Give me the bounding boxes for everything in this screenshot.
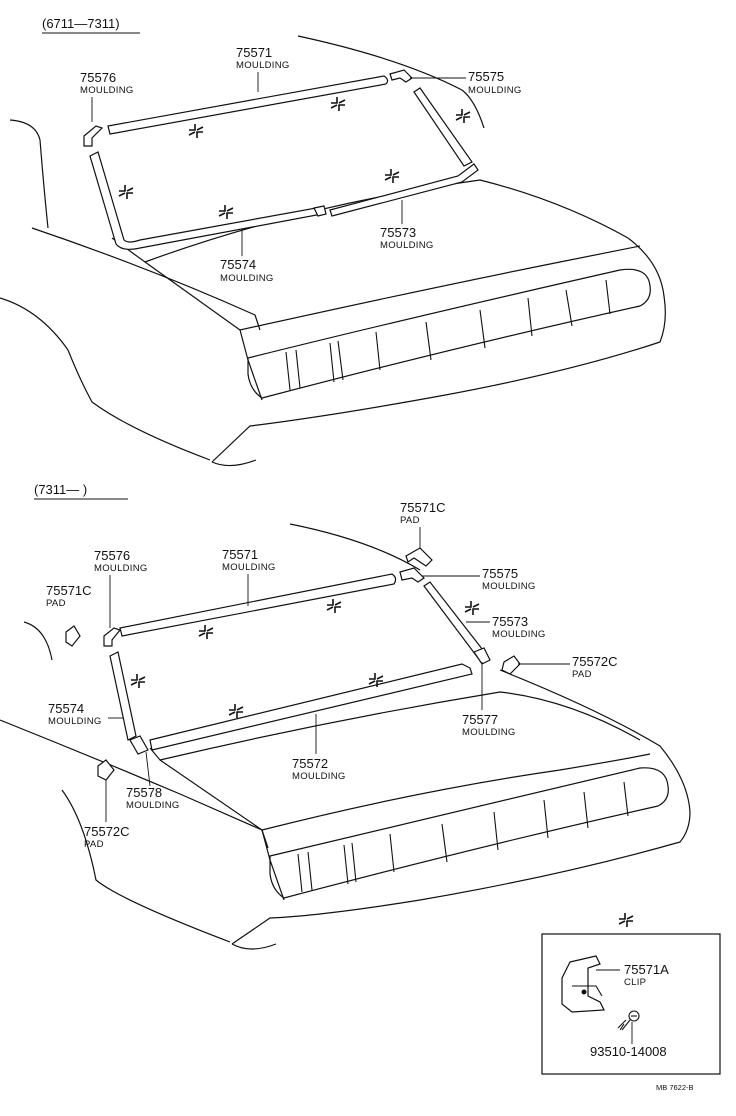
moulding-75575-side — [413, 87, 473, 167]
part-number: 75571A — [624, 962, 669, 977]
part-name: PAD — [572, 669, 592, 680]
section-top: (6711—7311) — [0, 16, 666, 467]
part-number: 75571C — [400, 500, 446, 515]
callout-75571-top: 75571 MOULDING — [236, 45, 290, 92]
moulding-75571 — [107, 75, 389, 135]
part-number: 75578 — [126, 785, 162, 800]
callout-75576-top: 75576 MOULDING — [80, 70, 134, 122]
moulding-75573 — [329, 163, 479, 217]
moulding-75574 — [109, 651, 137, 741]
part-number: 75577 — [462, 712, 498, 727]
callout-75572c-left: 75572C PAD — [84, 780, 130, 850]
part-name: MOULDING — [94, 563, 148, 574]
callout-75572c-right: 75572C PAD — [518, 654, 618, 680]
part-number: 75576 — [80, 70, 116, 85]
pad-75572c-left — [97, 759, 115, 781]
callout-75573-top: 75573 MOULDING — [380, 200, 434, 251]
section-period-label: (7311— ) — [34, 482, 87, 497]
part-number: 75572 — [292, 756, 328, 771]
part-name: MOULDING — [222, 562, 276, 573]
section-bottom: (7311— ) — [0, 482, 691, 950]
moulding-75577 — [473, 647, 491, 665]
window-mouldings-top — [83, 69, 479, 250]
callout-75575-top: 75575 MOULDING — [410, 69, 522, 96]
pad-75572c-right — [501, 655, 521, 675]
clip-inset: 75571A CLIP 93510-14008 — [541, 912, 721, 1075]
part-number: 75574 — [48, 701, 84, 716]
part-number: 75573 — [492, 614, 528, 629]
clip-75571a — [561, 955, 605, 1013]
callout-75571c-left: 75571C PAD — [46, 583, 92, 609]
window-mouldings-bottom — [65, 547, 521, 781]
part-name: PAD — [84, 839, 104, 850]
callout-75574-bottom: 75574 MOULDING — [48, 701, 124, 727]
part-name: MOULDING — [482, 581, 536, 592]
part-number: 75576 — [94, 548, 130, 563]
part-name: MOULDING — [220, 273, 274, 284]
moulding-75574 — [89, 151, 324, 250]
callout-75577: 75577 MOULDING — [462, 662, 516, 738]
moulding-75575 — [399, 567, 425, 583]
moulding-75576 — [103, 627, 122, 647]
part-name: MOULDING — [292, 771, 346, 782]
part-number: 93510-14008 — [590, 1044, 667, 1059]
car-body-top — [0, 35, 666, 467]
callout-75574-top: 75574 MOULDING — [220, 230, 274, 284]
screw-93510-14008 — [617, 1010, 640, 1031]
part-name: MOULDING — [468, 85, 522, 96]
part-name: MOULDING — [492, 629, 546, 640]
car-body-bottom — [0, 523, 691, 950]
callout-75573-bottom: 75573 MOULDING — [466, 614, 546, 640]
part-number: 75571 — [236, 45, 272, 60]
part-name: PAD — [46, 598, 66, 609]
part-name: MOULDING — [380, 240, 434, 251]
part-name: PAD — [400, 515, 420, 526]
moulding-75571 — [119, 573, 397, 637]
part-number: 75573 — [380, 225, 416, 240]
drawing-code: MB 7622-B — [656, 1083, 694, 1092]
part-name: MOULDING — [236, 60, 290, 71]
moulding-75576 — [83, 125, 104, 147]
part-number: 75572C — [84, 824, 130, 839]
section-period-label: (6711—7311) — [42, 16, 120, 31]
part-number: 75571C — [46, 583, 92, 598]
callout-75575-bottom: 75575 MOULDING — [422, 566, 536, 592]
callout-75578: 75578 MOULDING — [126, 751, 180, 811]
moulding-75578 — [129, 735, 149, 755]
callout-75572: 75572 MOULDING — [292, 714, 346, 782]
part-number: 75575 — [468, 69, 504, 84]
part-number: 75574 — [220, 257, 256, 272]
pad-75571c-right — [405, 547, 433, 567]
part-name: MOULDING — [126, 800, 180, 811]
moulding-75572 — [149, 663, 473, 751]
part-number: 75575 — [482, 566, 518, 581]
pad-75571c-left — [65, 625, 81, 647]
part-name: CLIP — [624, 977, 646, 988]
callout-75571-bottom: 75571 MOULDING — [222, 547, 276, 606]
part-name: MOULDING — [462, 727, 516, 738]
part-name: MOULDING — [80, 85, 134, 96]
callout-75576-bottom: 75576 MOULDING — [94, 548, 148, 628]
callout-75571c-right: 75571C PAD — [400, 500, 446, 548]
part-number: 75571 — [222, 547, 258, 562]
moulding-75573 — [423, 581, 487, 659]
part-name: MOULDING — [48, 716, 102, 727]
moulding-75575 — [389, 69, 413, 83]
part-number: 75572C — [572, 654, 618, 669]
